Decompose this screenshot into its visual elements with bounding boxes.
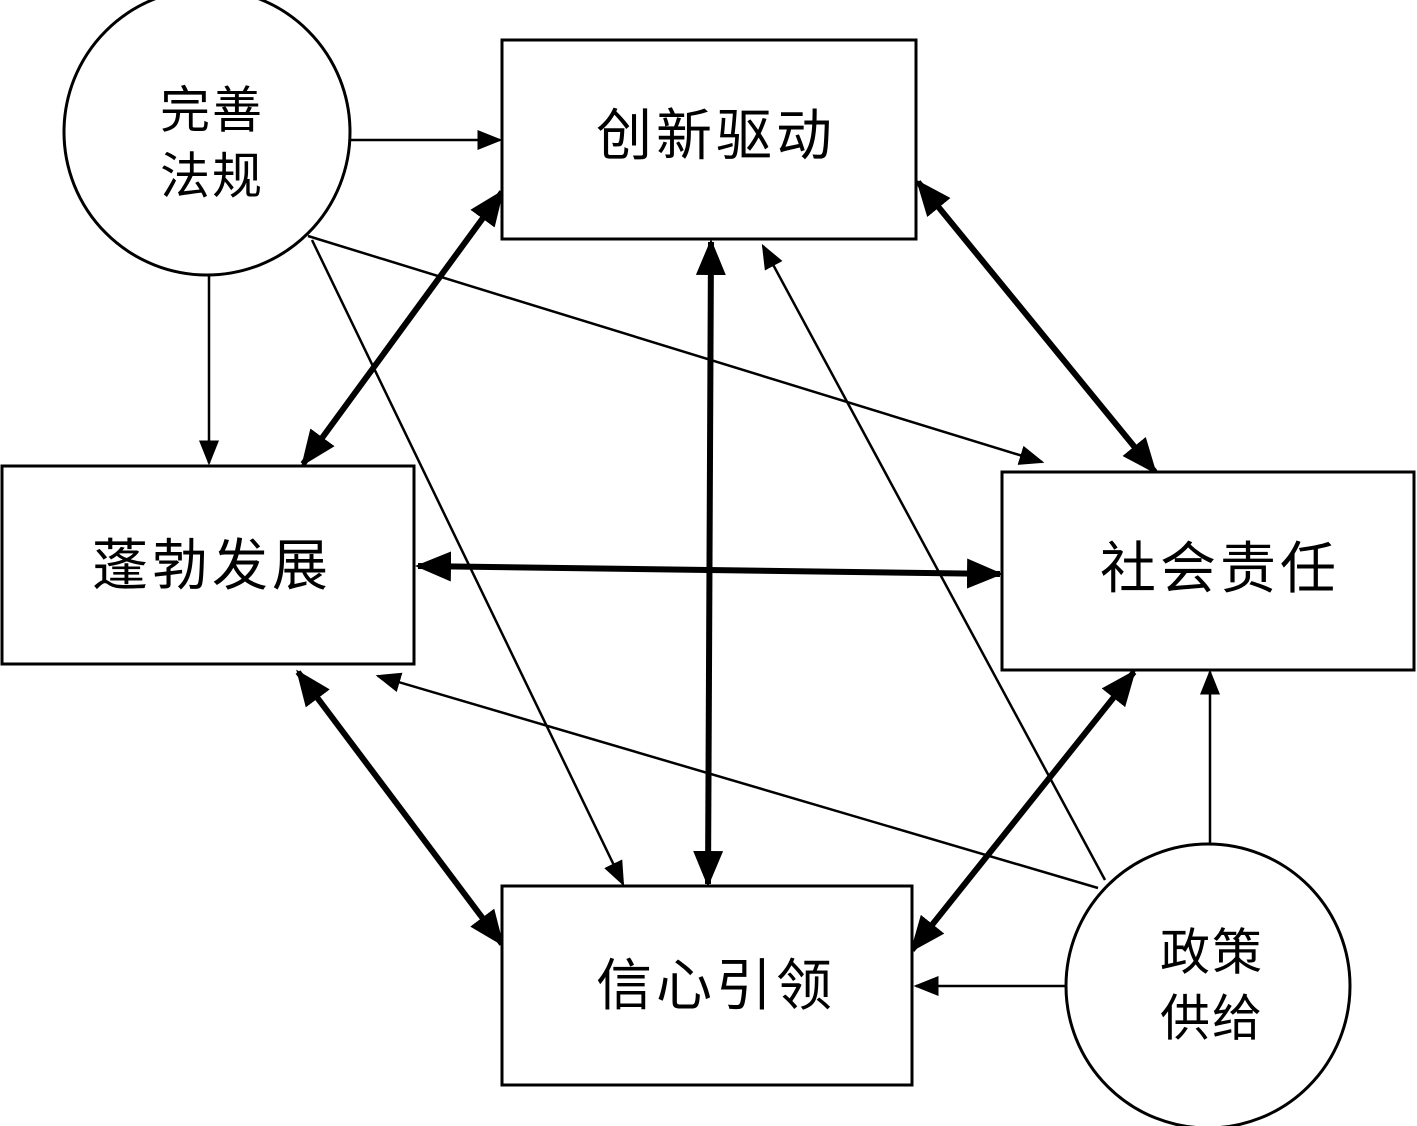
- node-policy-label-line1: 政策: [1160, 924, 1264, 982]
- edge-development-responsibility: [415, 551, 1003, 589]
- node-confidence-label: 信心引领: [596, 954, 836, 1019]
- edge-development-confidence: [295, 669, 505, 947]
- node-laws-label-line1: 完善: [160, 82, 264, 140]
- node-confidence: 信心引领: [500, 884, 914, 1087]
- node-innovation-label: 创新驱动: [596, 104, 836, 169]
- node-laws: 完善 法规: [62, 0, 352, 277]
- node-responsibility-label: 社会责任: [1100, 537, 1340, 602]
- node-policy: 政策 供给: [1064, 842, 1352, 1126]
- node-laws-label-line2: 法规: [160, 148, 264, 206]
- edge-innovation-responsibility: [915, 179, 1158, 475]
- node-development-label: 蓬勃发展: [92, 534, 332, 599]
- edge-responsibility-confidence: [909, 669, 1137, 953]
- edge-innovation-confidence: [693, 239, 726, 887]
- two-way-edges: [295, 179, 1158, 953]
- node-policy-label-line2: 供给: [1160, 990, 1264, 1048]
- node-development: 蓬勃发展: [0, 464, 416, 666]
- node-responsibility: 社会责任: [1000, 470, 1416, 672]
- edge-laws-to-responsibility: [307, 234, 1045, 465]
- node-innovation: 创新驱动: [500, 38, 918, 241]
- edge-innovation-development: [300, 189, 505, 467]
